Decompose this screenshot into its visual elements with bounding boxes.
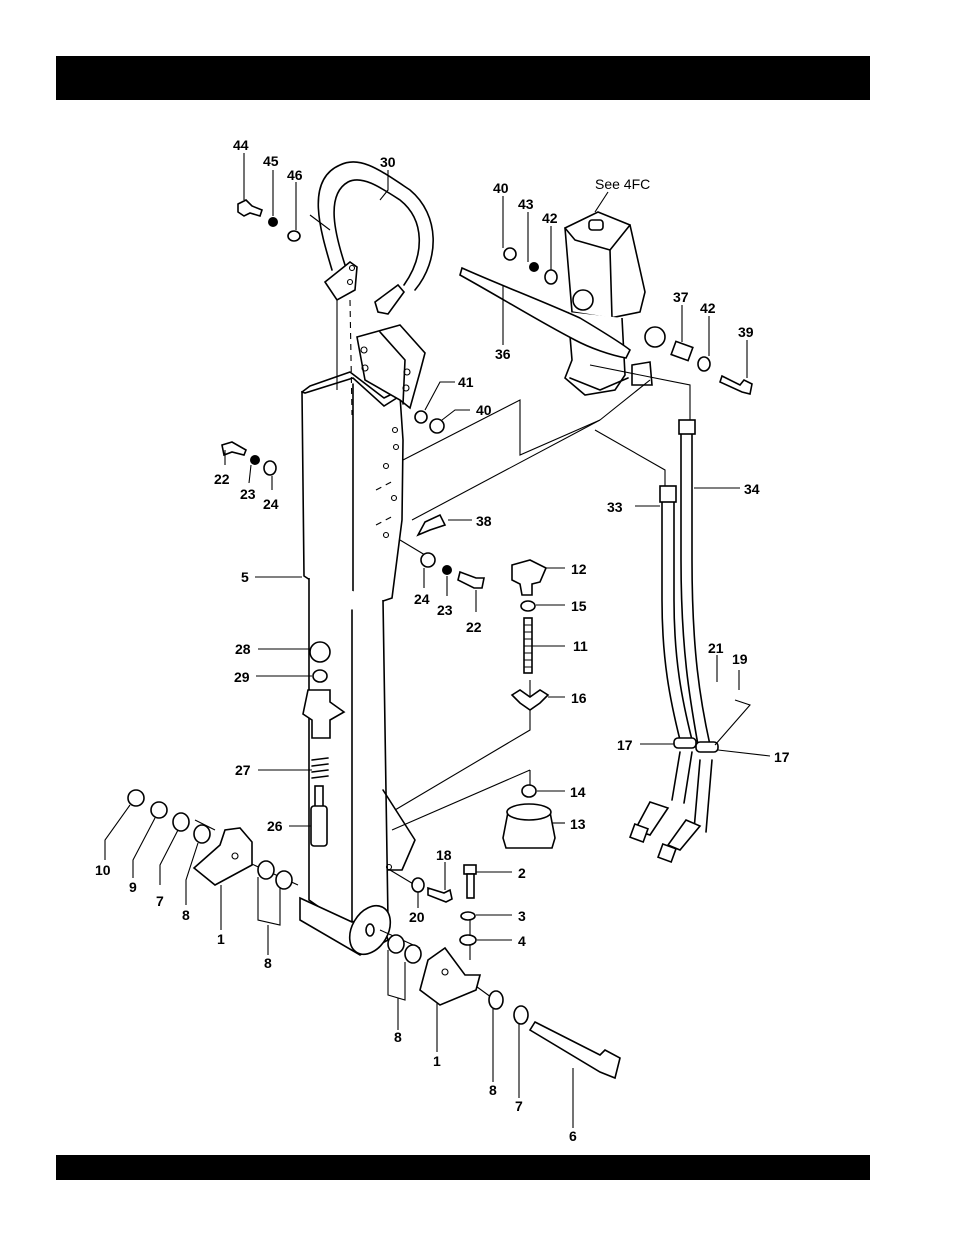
callout-1-right: 1 (433, 1053, 441, 1069)
callout-8-left-pair: 8 (264, 955, 272, 971)
callout-29: 29 (234, 669, 250, 685)
callout-18: 18 (436, 847, 452, 863)
callout-7-left: 7 (156, 893, 164, 909)
callout-10: 10 (95, 862, 111, 878)
callout-26: 26 (267, 818, 283, 834)
callout-7-right: 7 (515, 1098, 523, 1114)
callout-8-right-pair: 8 (394, 1029, 402, 1045)
control-valve (565, 212, 665, 395)
callout-2: 2 (518, 865, 526, 881)
callout-44: 44 (233, 137, 249, 153)
callout-40-top: 40 (493, 180, 509, 196)
callout-41: 41 (458, 374, 474, 390)
callout-8-left: 8 (182, 907, 190, 923)
callout-24-left: 24 (263, 496, 279, 512)
callout-45: 45 (263, 153, 279, 169)
callout-17-right: 17 (774, 749, 790, 765)
callout-46: 46 (287, 167, 303, 183)
callout-22-right: 22 (466, 619, 482, 635)
hoses (630, 420, 718, 862)
callout-28: 28 (235, 641, 251, 657)
callout-23-right: 23 (437, 602, 453, 618)
callout-20: 20 (409, 909, 425, 925)
callout-14: 14 (570, 784, 586, 800)
callout-42-right: 42 (700, 300, 716, 316)
callout-38: 38 (476, 513, 492, 529)
callout-43: 43 (518, 196, 534, 212)
callout-9: 9 (129, 879, 137, 895)
callout-11: 11 (573, 638, 588, 654)
callout-33: 33 (607, 499, 623, 515)
callout-23-left: 23 (240, 486, 256, 502)
callout-19: 19 (732, 651, 748, 667)
callout-13: 13 (570, 816, 586, 832)
callout-5: 5 (241, 569, 249, 585)
callout-21: 21 (708, 640, 724, 656)
callout-40-mid: 40 (476, 402, 492, 418)
mast-5 (300, 372, 415, 962)
callout-30: 30 (380, 154, 396, 170)
callout-22-left: 22 (214, 471, 230, 487)
callout-16: 16 (571, 690, 587, 706)
callout-37: 37 (673, 289, 689, 305)
callout-12: 12 (571, 561, 587, 577)
reference-note-see-4fc: See 4FC (595, 176, 650, 192)
callout-39: 39 (738, 324, 754, 340)
callout-3: 3 (518, 908, 526, 924)
callout-42-top: 42 (542, 210, 558, 226)
callout-1-left: 1 (217, 931, 225, 947)
callout-15: 15 (571, 598, 587, 614)
callout-36: 36 (495, 346, 511, 362)
callout-8-right: 8 (489, 1082, 497, 1098)
callout-34: 34 (744, 481, 760, 497)
callout-27: 27 (235, 762, 251, 778)
callout-6: 6 (569, 1128, 577, 1144)
callout-24-right: 24 (414, 591, 430, 607)
callout-17-left: 17 (617, 737, 633, 753)
callout-4: 4 (518, 933, 526, 949)
